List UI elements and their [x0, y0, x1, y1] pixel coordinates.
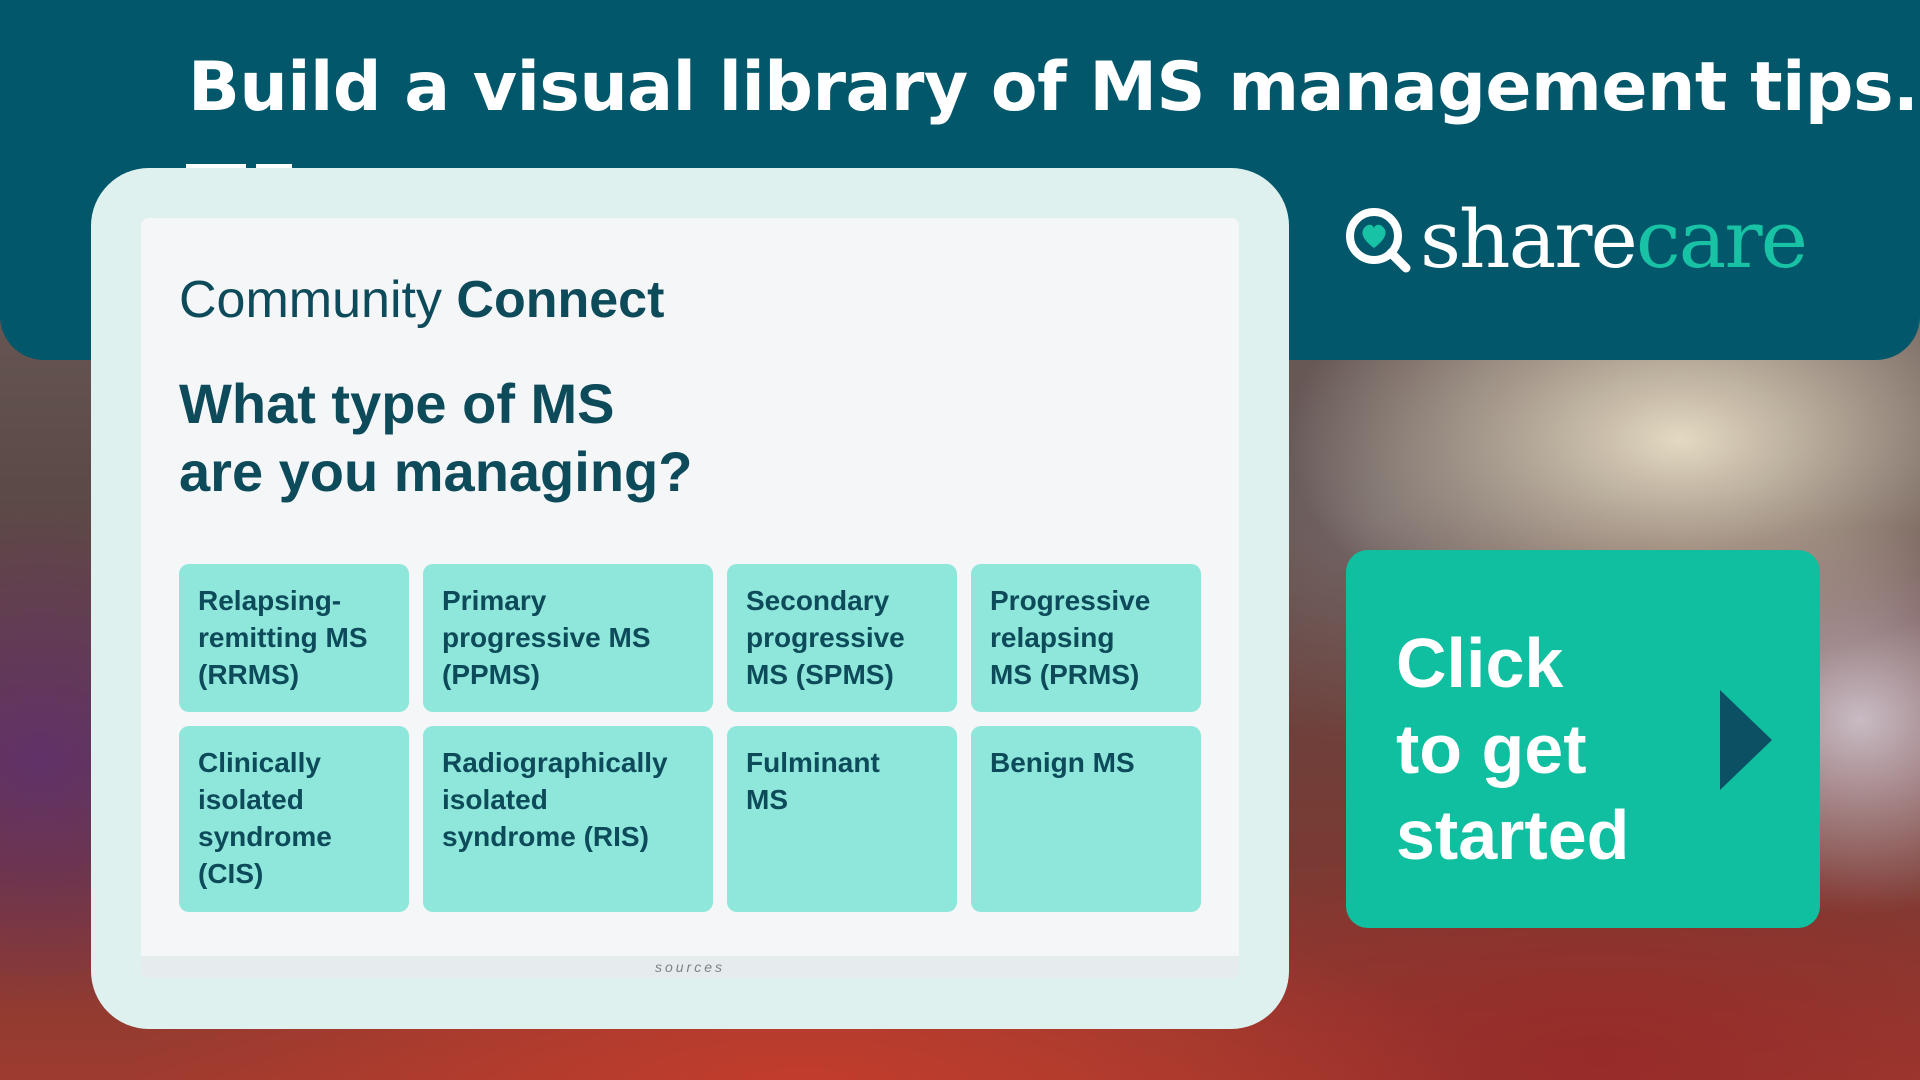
option-tile-cis[interactable]: Clinically isolated syndrome (CIS): [179, 726, 409, 912]
option-line: progressive: [746, 622, 905, 653]
headline: Build a visual library of MS management …: [188, 48, 1919, 127]
cta-label: Click to get started: [1396, 620, 1716, 878]
question-heading: What type of MS are you managing?: [179, 370, 1079, 506]
option-tile-rrms[interactable]: Relapsing- remitting MS (RRMS): [179, 564, 409, 712]
option-line: (RRMS): [198, 659, 300, 690]
option-line: isolated: [198, 784, 304, 815]
play-arrow-icon: [1720, 690, 1772, 790]
option-line: MS: [746, 784, 788, 815]
option-line: MS (PRMS): [990, 659, 1140, 690]
cta-line: Click: [1396, 624, 1564, 702]
option-tile-prms[interactable]: Progressive relapsing MS (PRMS): [971, 564, 1201, 712]
option-line: Secondary: [746, 585, 890, 616]
option-tile-ppms[interactable]: Primary progressive MS (PPMS): [423, 564, 713, 712]
option-tile-fulminant[interactable]: Fulminant MS: [727, 726, 957, 912]
option-line: isolated: [442, 784, 548, 815]
question-line: What type of MS: [179, 372, 615, 435]
brand-bold: Connect: [456, 271, 665, 329]
option-line: Benign MS: [990, 747, 1135, 778]
option-line: Fulminant: [746, 747, 880, 778]
option-line: syndrome (RIS): [442, 821, 649, 852]
option-line: relapsing: [990, 622, 1115, 653]
question-line: are you managing?: [179, 440, 693, 503]
option-line: syndrome: [198, 821, 332, 852]
option-line: (CIS): [198, 858, 264, 889]
logo-word-care: care: [1635, 193, 1808, 286]
tablet-screen: Community Connect What type of MS are yo…: [141, 218, 1239, 978]
option-line: Relapsing-: [198, 585, 342, 616]
option-line: (PPMS): [442, 659, 540, 690]
get-started-button[interactable]: Click to get started: [1346, 550, 1820, 928]
option-tile-benign[interactable]: Benign MS: [971, 726, 1201, 912]
cta-line: to get: [1396, 710, 1587, 788]
brand-regular: Community: [179, 271, 442, 329]
option-line: Primary: [442, 585, 547, 616]
option-tile-spms[interactable]: Secondary progressive MS (SPMS): [727, 564, 957, 712]
cta-line: started: [1396, 796, 1630, 874]
option-line: Radiographically: [442, 747, 668, 778]
option-line: Clinically: [198, 747, 321, 778]
heart-magnifier-icon: [1346, 208, 1411, 273]
logo-word-share: share: [1420, 193, 1638, 286]
option-tile-ris[interactable]: Radiographically isolated syndrome (RIS): [423, 726, 713, 912]
option-line: MS (SPMS): [746, 659, 894, 690]
option-line: remitting MS: [198, 622, 368, 653]
community-connect-title: Community Connect: [179, 268, 664, 332]
option-line: progressive MS: [442, 622, 651, 653]
sources-link[interactable]: sources: [141, 956, 1239, 978]
option-line: Progressive: [990, 585, 1151, 616]
